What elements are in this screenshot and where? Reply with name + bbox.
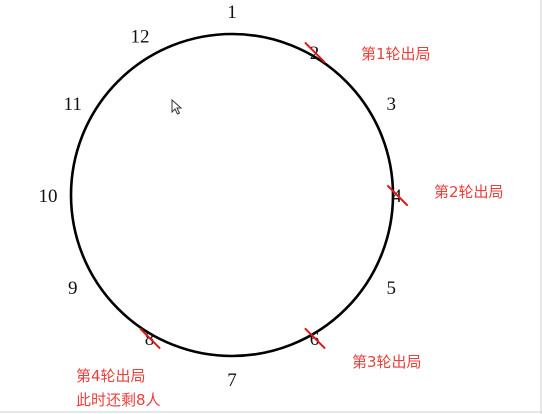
annotation-2-line-1: 第1轮出局: [361, 45, 431, 63]
position-number-9: 9: [68, 278, 78, 299]
position-number-5: 5: [387, 278, 397, 299]
annotation-8-line-1: 第4轮出局: [76, 367, 146, 385]
elimination-marks: [139, 42, 408, 349]
annotation-4-line-1: 第2轮出局: [434, 183, 504, 201]
position-number-10: 10: [39, 186, 58, 207]
annotation-8-line-2: 此时还剩8人: [76, 391, 161, 409]
position-number-3: 3: [387, 94, 397, 115]
strike-mark-8: [139, 327, 161, 349]
strike-mark-6: [304, 327, 326, 349]
position-number-8: 8: [145, 329, 155, 350]
position-number-11: 11: [64, 94, 82, 115]
position-number-1: 1: [227, 2, 237, 23]
position-number-7: 7: [227, 370, 237, 391]
annotation-6-line-1: 第3轮出局: [352, 353, 422, 371]
mouse-pointer-icon: [171, 98, 183, 115]
position-number-6: 6: [310, 329, 320, 350]
position-number-2: 2: [310, 43, 320, 64]
ring-circle: [69, 32, 395, 358]
position-number-12: 12: [131, 27, 150, 48]
strike-mark-4: [387, 185, 408, 206]
strike-mark-2: [304, 42, 326, 64]
